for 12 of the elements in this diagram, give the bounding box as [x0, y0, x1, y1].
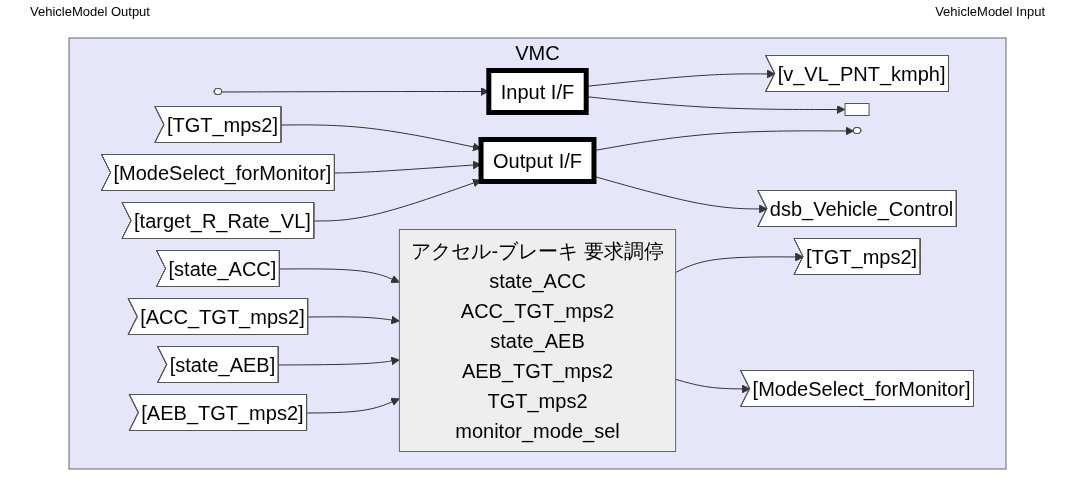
arrow — [306, 397, 400, 414]
port-label: VehicleModel Input — [935, 4, 1045, 21]
port-label: VehicleModel Output — [30, 4, 150, 21]
arrow — [278, 356, 400, 366]
arrow — [313, 178, 482, 222]
arrow — [307, 315, 400, 325]
node-box — [844, 103, 870, 116]
arrow — [279, 268, 400, 284]
node-box: Output I/F — [478, 137, 597, 184]
node-box: Input I/F — [486, 68, 589, 115]
arrow — [675, 252, 804, 273]
node-box: アクセル-ブレーキ 要求調停 state_ACC ACC_TGT_mps2 state_AEB AEB_TGT_mps2 TGT_mps2 monitor_mode_sel — [398, 229, 677, 452]
